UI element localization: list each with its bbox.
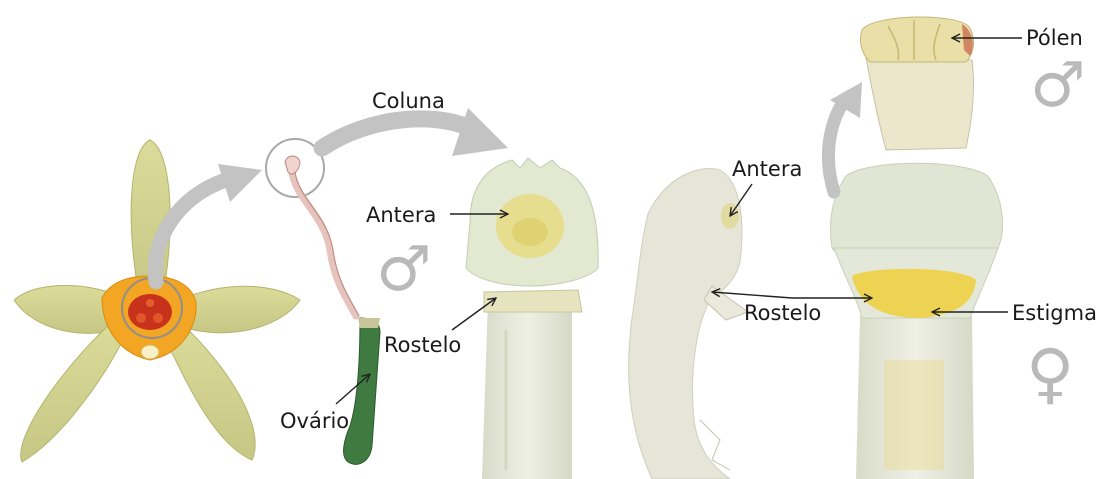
label-antera-side: Antera <box>732 157 802 181</box>
petal-lower-left <box>21 322 128 462</box>
label-estigma: Estigma <box>1012 301 1097 325</box>
column-stalk <box>292 172 356 316</box>
female-symbol: ♀ <box>1026 335 1074 412</box>
arrow-column-to-front-head <box>452 108 508 156</box>
rostellum-front <box>484 290 582 312</box>
orchid-flower <box>14 140 300 462</box>
column-tip <box>285 156 300 174</box>
column-front-view <box>466 158 598 479</box>
male-symbol-top: ♂ <box>1030 48 1086 121</box>
arrow-flower-to-column-head <box>218 164 262 202</box>
label-rostelo-side: Rostelo <box>744 301 821 325</box>
arrow-up-to-pollen <box>828 104 842 192</box>
column-front-body <box>482 300 572 479</box>
pollen-mass <box>860 17 973 62</box>
ovary <box>344 318 380 464</box>
label-polen: Pólen <box>1026 26 1083 50</box>
label-ovario: Ovário <box>280 409 349 433</box>
pollen-cap <box>866 58 974 150</box>
label-antera-front: Antera <box>366 203 436 227</box>
label-rostelo-front: Rostelo <box>384 333 461 357</box>
label-coluna: Coluna <box>372 89 445 113</box>
arrow-column-to-front <box>322 119 470 148</box>
male-symbol-front: ♂ <box>376 232 432 305</box>
